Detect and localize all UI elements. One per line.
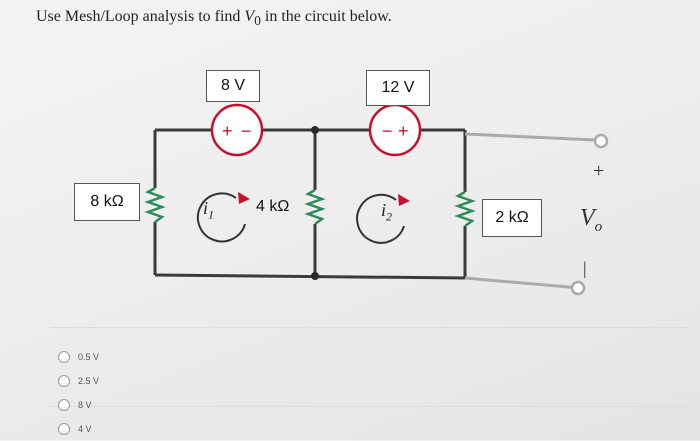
output-voltage-symbol: V — [580, 205, 595, 231]
mesh-i2-sub: 2 — [386, 209, 393, 224]
output-plus-label: + — [593, 160, 605, 182]
question-variable-sub: 0 — [254, 13, 261, 29]
answer-label: 2.5 V — [78, 376, 100, 386]
mesh-i2-label: i2 — [381, 200, 392, 225]
divider-line — [50, 327, 690, 328]
resistor-8k-label: 8 kΩ — [74, 183, 140, 221]
radio-button[interactable] — [58, 423, 70, 435]
source-12v-polarity-plus: + — [398, 121, 409, 141]
source-12v-label: 12 V — [366, 70, 430, 106]
mesh-i2-arrow — [356, 193, 405, 244]
output-minus-label: | — [583, 258, 587, 278]
resistor-2k-label: 2 kΩ — [482, 199, 542, 237]
answer-label: 0.5 V — [78, 352, 100, 362]
source-8v-polarity-minus: − — [241, 121, 252, 141]
mesh-i2-symbol: i — [381, 200, 387, 220]
question-text: Use Mesh/Loop analysis to find V0 in the… — [36, 8, 392, 29]
answer-label: 8 V — [78, 400, 92, 410]
output-voltage-label: Vo — [580, 205, 602, 236]
terminal-bottom — [570, 280, 586, 296]
source-12v-polarity-minus: − — [382, 121, 393, 141]
terminal-top — [593, 133, 609, 149]
terminal-wires — [464, 132, 596, 290]
mesh-i1-label: i1 — [203, 198, 214, 223]
resistor-2k-symbol — [454, 190, 476, 228]
source-12v-symbol — [368, 103, 422, 157]
mesh-i1-arrow — [196, 192, 246, 243]
resistor-4k-symbol — [304, 188, 326, 226]
node-bottom-middle — [311, 272, 319, 280]
answer-options: 0.5 V 2.5 V 8 V 4 V — [58, 345, 99, 441]
mesh-i2-arrowhead — [398, 194, 410, 206]
question-prefix: Use Mesh/Loop analysis to find — [36, 8, 245, 25]
resistor-4k-label: 4 kΩ — [256, 198, 290, 215]
answer-option[interactable]: 0.5 V — [58, 345, 99, 369]
source-8v-label: 8 V — [206, 70, 260, 102]
divider-line — [50, 406, 690, 407]
source-8v-polarity-plus: + — [222, 121, 233, 141]
radio-button[interactable] — [58, 375, 70, 387]
question-suffix: in the circuit below. — [260, 8, 392, 25]
mesh-i1-arrowhead — [238, 192, 250, 204]
node-top-middle — [311, 126, 319, 134]
question-variable: V — [244, 8, 255, 25]
mesh-i1-symbol: i — [203, 198, 209, 218]
radio-button[interactable] — [58, 399, 70, 411]
output-voltage-sub: o — [594, 218, 603, 235]
answer-option[interactable]: 2.5 V — [58, 369, 99, 393]
mesh-i1-sub: 1 — [208, 207, 215, 222]
answer-option[interactable]: 8 V — [58, 393, 99, 417]
resistor-8k-symbol — [144, 186, 166, 224]
answer-label: 4 V — [78, 424, 92, 434]
radio-button[interactable] — [58, 351, 70, 363]
source-8v-symbol — [210, 103, 264, 157]
answer-option[interactable]: 4 V — [58, 417, 99, 441]
